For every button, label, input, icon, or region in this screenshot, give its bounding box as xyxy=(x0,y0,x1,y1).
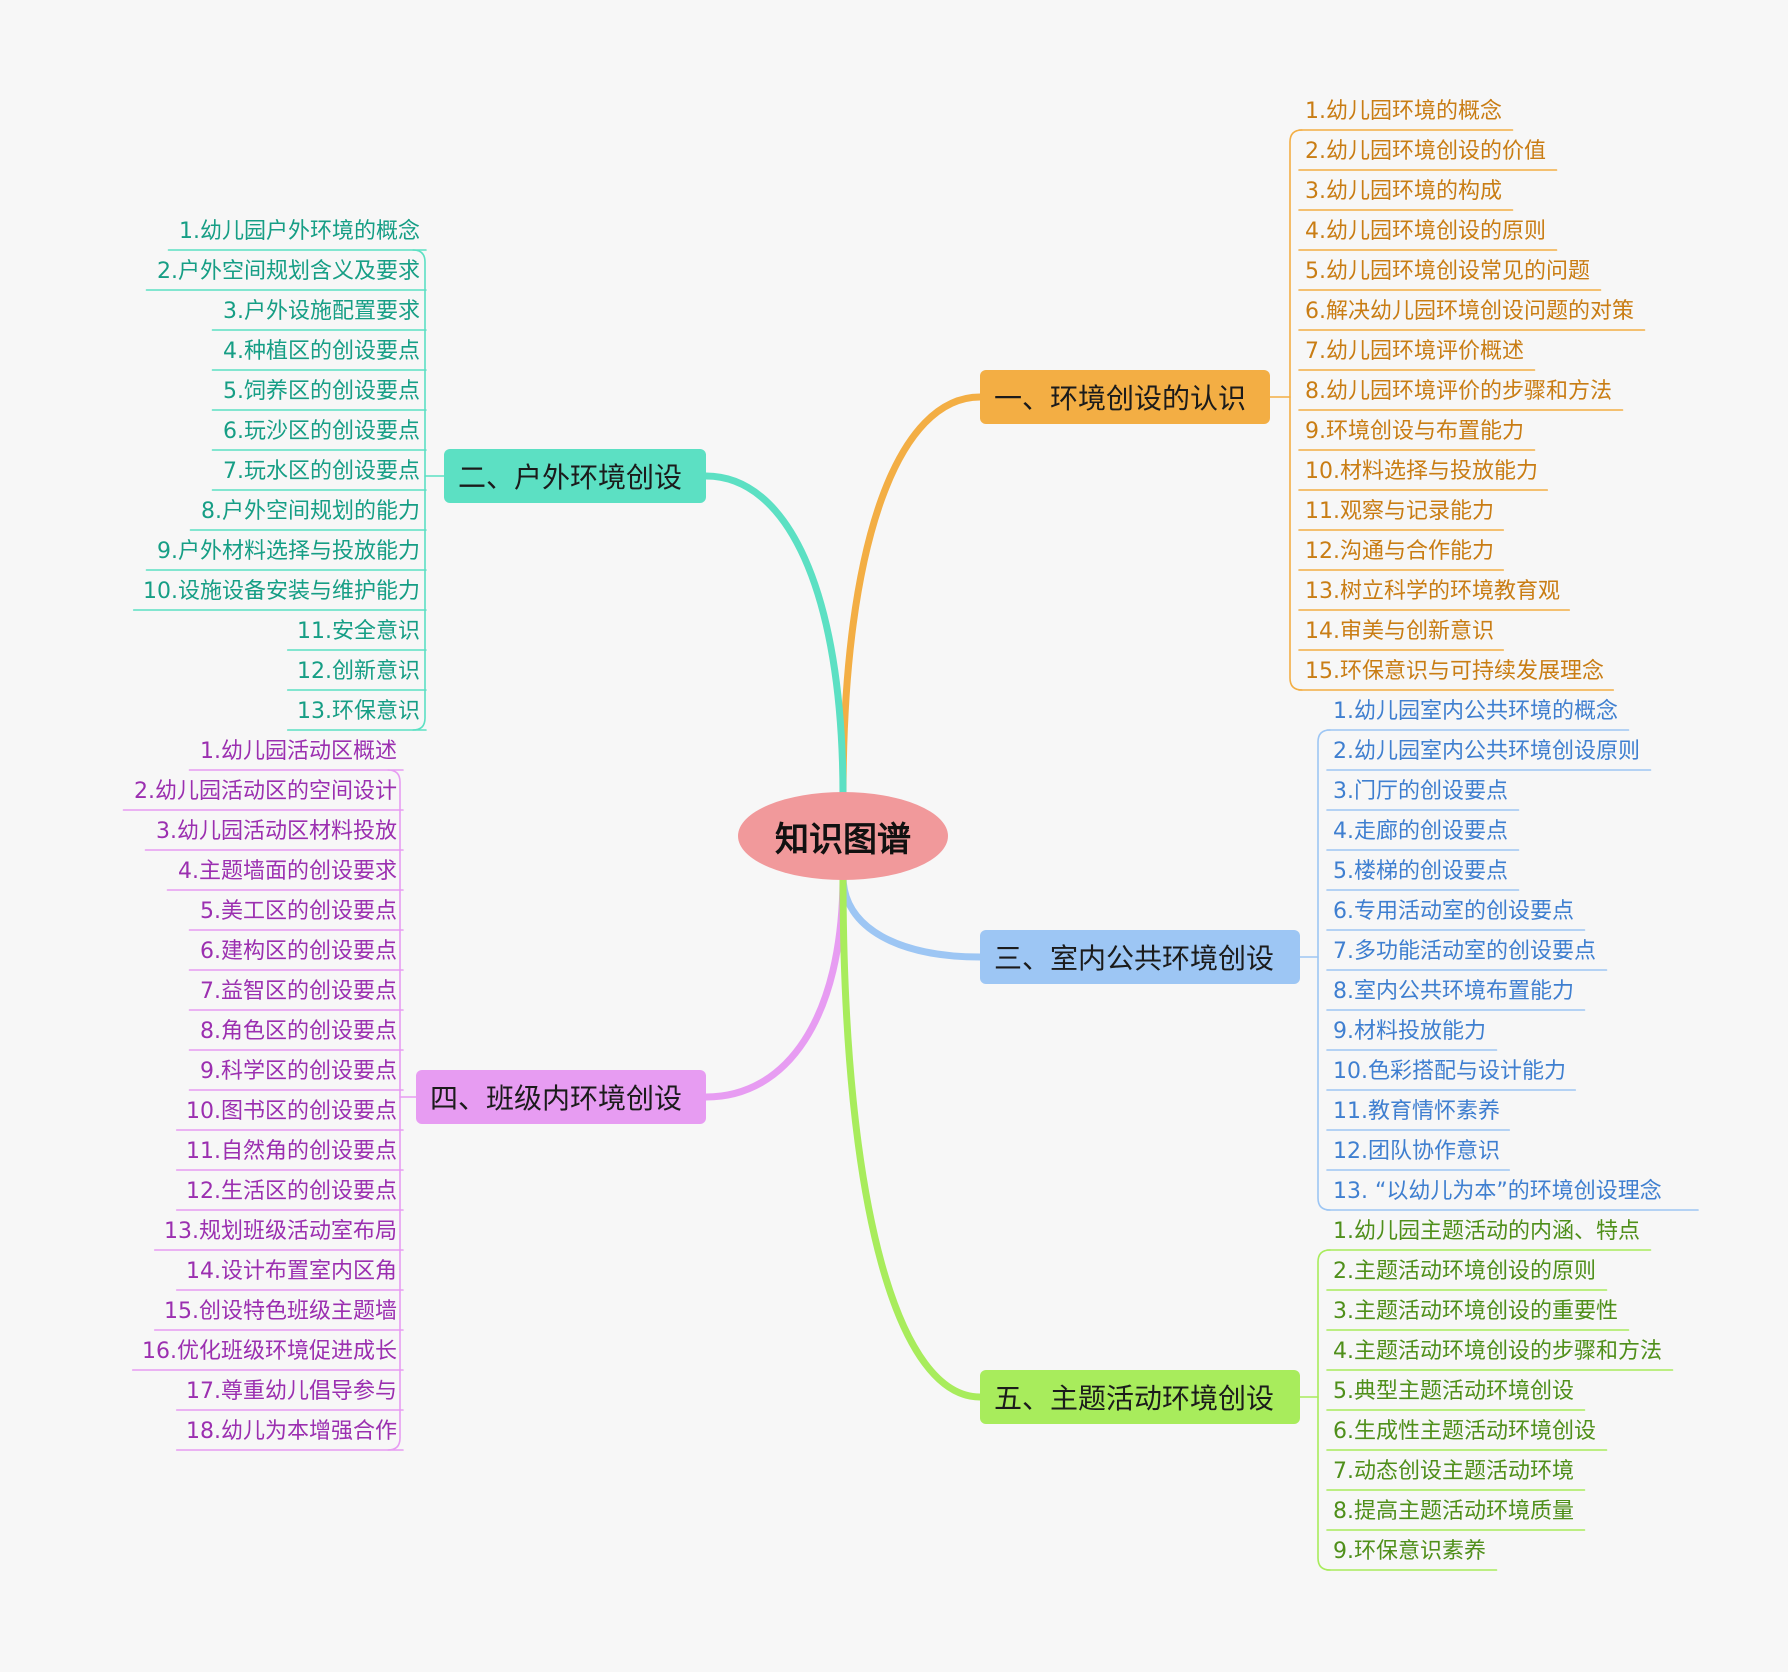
leaf-item[interactable]: 12.团队协作意识 xyxy=(1333,1139,1500,1164)
root-label: 知识图谱 xyxy=(775,819,911,860)
leaf-item[interactable]: 3.户外设施配置要求 xyxy=(222,299,420,324)
leaf-item[interactable]: 18.幼儿为本增强合作 xyxy=(185,1419,397,1444)
leaf-item[interactable]: 1.幼儿园室内公共环境的概念 xyxy=(1333,699,1618,724)
leaf-item[interactable]: 15.环保意识与可持续发展理念 xyxy=(1305,659,1604,684)
leaf-item[interactable]: 4.主题活动环境创设的步骤和方法 xyxy=(1333,1339,1662,1364)
leaf-item[interactable]: 4.种植区的创设要点 xyxy=(222,339,420,364)
leaf-item[interactable]: 11.安全意识 xyxy=(296,619,420,644)
root-branch-curve xyxy=(702,872,847,1101)
leaf-bracket xyxy=(387,769,401,1451)
leaf-item[interactable]: 11.教育情怀素养 xyxy=(1333,1099,1500,1124)
branch-label: 四、班级内环境创设 xyxy=(430,1082,683,1115)
leaf-item[interactable]: 12.创新意识 xyxy=(296,659,420,684)
root-branch-curve xyxy=(841,395,982,798)
leaf-item[interactable]: 10.材料选择与投放能力 xyxy=(1305,459,1538,484)
root-branch-curve xyxy=(841,874,982,959)
branch-node-indoor-public-environment[interactable]: 三、室内公共环境创设 xyxy=(980,930,1300,984)
leaf-item[interactable]: 17.尊重幼儿倡导参与 xyxy=(185,1379,397,1404)
leaf-item[interactable]: 11.观察与记录能力 xyxy=(1305,499,1494,524)
leaf-item[interactable]: 2.主题活动环境创设的原则 xyxy=(1333,1259,1596,1284)
branch-node-theme-activity-environment[interactable]: 五、主题活动环境创设 xyxy=(980,1370,1300,1424)
leaf-item[interactable]: 3.幼儿园活动区材料投放 xyxy=(155,819,397,844)
leaf-item[interactable]: 5.典型主题活动环境创设 xyxy=(1333,1379,1574,1404)
leaf-item[interactable]: 3.门厅的创设要点 xyxy=(1333,779,1508,804)
leaf-item[interactable]: 8.提高主题活动环境质量 xyxy=(1333,1499,1574,1524)
leaf-item[interactable]: 2.幼儿园室内公共环境创设原则 xyxy=(1333,739,1640,764)
leaf-item[interactable]: 8.幼儿园环境评价的步骤和方法 xyxy=(1305,379,1612,404)
branch-node-outdoor-environment[interactable]: 二、户外环境创设 xyxy=(444,449,706,503)
leaf-item[interactable]: 10.图书区的创设要点 xyxy=(185,1099,397,1124)
leaf-item[interactable]: 12.沟通与合作能力 xyxy=(1305,539,1494,564)
leaf-item[interactable]: 2.幼儿园环境创设的价值 xyxy=(1305,139,1546,164)
leaf-item[interactable]: 13.环保意识 xyxy=(296,699,420,724)
leaf-item[interactable]: 10.设施设备安装与维护能力 xyxy=(142,579,420,604)
branch-node-classroom-environment[interactable]: 四、班级内环境创设 xyxy=(416,1070,706,1124)
leaf-bracket xyxy=(1289,129,1303,691)
leaf-item[interactable]: 9.科学区的创设要点 xyxy=(199,1059,397,1084)
leaf-item[interactable]: 6.专用活动室的创设要点 xyxy=(1333,899,1574,924)
leaf-item[interactable]: 7.多功能活动室的创设要点 xyxy=(1333,939,1596,964)
leaf-item[interactable]: 13.树立科学的环境教育观 xyxy=(1305,579,1560,604)
leaf-item[interactable]: 5.饲养区的创设要点 xyxy=(222,379,420,404)
leaf-item[interactable]: 7.幼儿园环境评价概述 xyxy=(1305,339,1524,364)
leaf-item[interactable]: 9.户外材料选择与投放能力 xyxy=(156,539,420,564)
leaf-item[interactable]: 1.幼儿园环境的概念 xyxy=(1305,99,1502,124)
leaf-item[interactable]: 4.走廊的创设要点 xyxy=(1333,819,1508,844)
leaf-item[interactable]: 15.创设特色班级主题墙 xyxy=(163,1299,397,1324)
leaf-item[interactable]: 8.户外空间规划的能力 xyxy=(200,499,420,524)
root-node[interactable]: 知识图谱 xyxy=(738,792,948,880)
leaf-item[interactable]: 13. “以幼儿为本”的环境创设理念 xyxy=(1333,1179,1662,1204)
root-branch-curve xyxy=(839,393,984,800)
leaf-item[interactable]: 10.色彩搭配与设计能力 xyxy=(1333,1059,1566,1084)
leaf-item[interactable]: 1.幼儿园活动区概述 xyxy=(199,739,397,764)
leaf-item[interactable]: 4.幼儿园环境创设的原则 xyxy=(1305,219,1546,244)
leaf-item[interactable]: 6.解决幼儿园环境创设问题的对策 xyxy=(1305,299,1634,324)
leaf-item[interactable]: 4.主题墙面的创设要求 xyxy=(177,859,397,884)
leaf-bracket xyxy=(1317,1249,1331,1571)
branch-label: 五、主题活动环境创设 xyxy=(994,1382,1275,1415)
root-branch-curve xyxy=(839,872,984,961)
leaf-item[interactable]: 9.环境创设与布置能力 xyxy=(1305,419,1524,444)
branch-label: 二、户外环境创设 xyxy=(458,461,683,494)
branch-label: 三、室内公共环境创设 xyxy=(994,942,1275,975)
leaf-item[interactable]: 12.生活区的创设要点 xyxy=(185,1179,397,1204)
branch-label: 一、环境创设的认识 xyxy=(994,382,1247,415)
leaf-bracket xyxy=(412,249,426,731)
leaf-item[interactable]: 7.益智区的创设要点 xyxy=(199,979,397,1004)
leaf-item[interactable]: 5.楼梯的创设要点 xyxy=(1333,859,1508,884)
leaf-item[interactable]: 5.幼儿园环境创设常见的问题 xyxy=(1305,259,1590,284)
branch-node-environment-awareness[interactable]: 一、环境创设的认识 xyxy=(980,370,1270,424)
leaf-item[interactable]: 9.环保意识素养 xyxy=(1333,1539,1486,1564)
leaf-item[interactable]: 5.美工区的创设要点 xyxy=(199,899,397,924)
leaf-item[interactable]: 14.审美与创新意识 xyxy=(1305,619,1494,644)
leaf-item[interactable]: 13.规划班级活动室布局 xyxy=(163,1219,397,1244)
leaf-item[interactable]: 8.角色区的创设要点 xyxy=(199,1019,397,1044)
leaf-item[interactable]: 9.材料投放能力 xyxy=(1333,1019,1486,1044)
leaf-item[interactable]: 3.幼儿园环境的构成 xyxy=(1305,179,1502,204)
leaf-item[interactable]: 7.动态创设主题活动环境 xyxy=(1333,1459,1574,1484)
root-branch-curve xyxy=(704,474,845,798)
root-branch-curve xyxy=(841,874,982,1399)
leaf-item[interactable]: 6.生成性主题活动环境创设 xyxy=(1333,1419,1596,1444)
leaf-item[interactable]: 7.玩水区的创设要点 xyxy=(222,459,420,484)
leaf-item[interactable]: 6.建构区的创设要点 xyxy=(199,939,397,964)
leaf-item[interactable]: 16.优化班级环境促进成长 xyxy=(141,1339,397,1364)
root-branch-curve xyxy=(702,472,847,800)
leaf-item[interactable]: 3.主题活动环境创设的重要性 xyxy=(1333,1299,1618,1324)
leaf-item[interactable]: 1.幼儿园主题活动的内涵、特点 xyxy=(1333,1219,1640,1244)
leaf-item[interactable]: 1.幼儿园户外环境的概念 xyxy=(178,219,420,244)
leaf-item[interactable]: 2.幼儿园活动区的空间设计 xyxy=(133,779,397,804)
leaf-item[interactable]: 11.自然角的创设要点 xyxy=(185,1139,397,1164)
leaf-item[interactable]: 8.室内公共环境布置能力 xyxy=(1333,979,1574,1004)
leaf-item[interactable]: 14.设计布置室内区角 xyxy=(185,1259,397,1284)
leaf-item[interactable]: 2.户外空间规划含义及要求 xyxy=(156,259,420,284)
leaf-bracket xyxy=(1317,729,1331,1211)
root-branch-curve xyxy=(704,874,845,1099)
leaf-item[interactable]: 6.玩沙区的创设要点 xyxy=(222,419,420,444)
